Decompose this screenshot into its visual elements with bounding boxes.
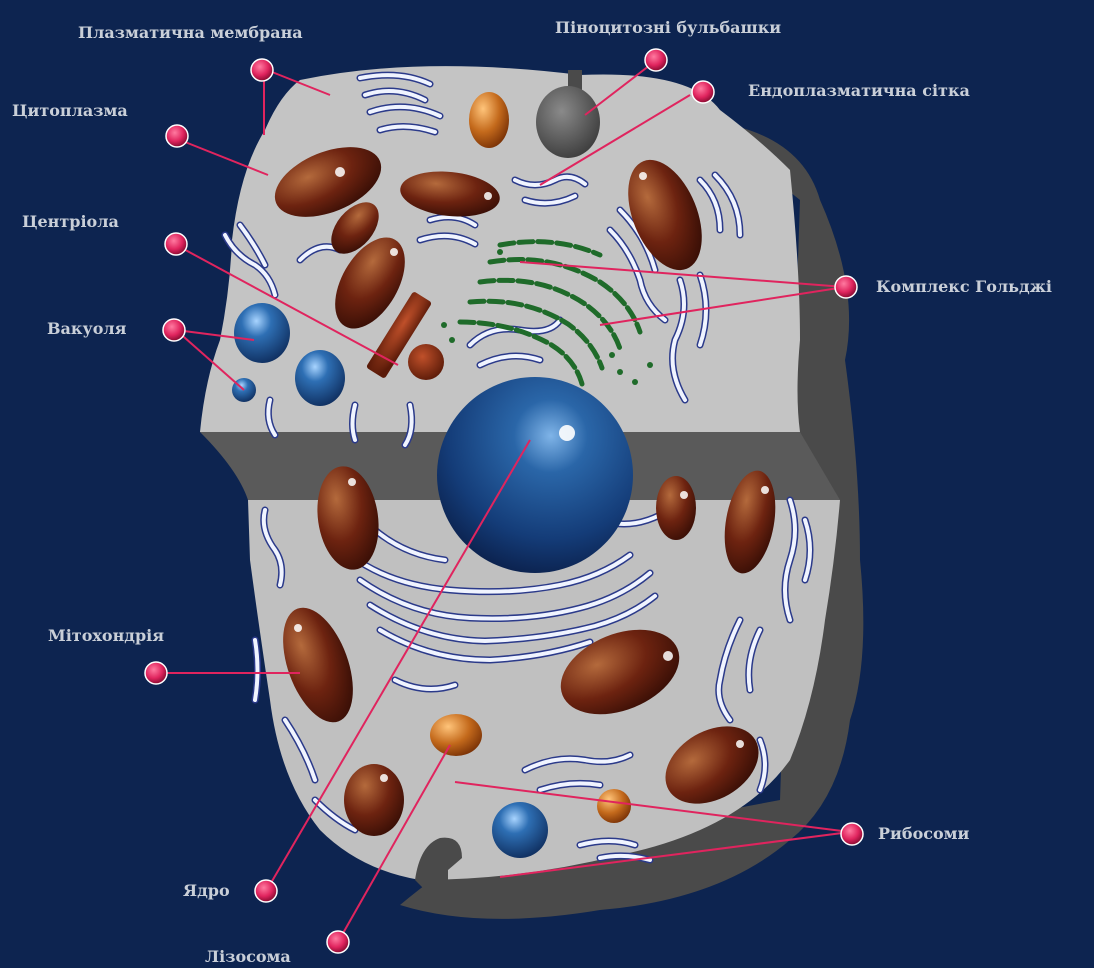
nucleus: [437, 377, 633, 573]
marker-lysosome: [327, 931, 349, 953]
label-endoplasmic-reticulum: Ендоплазматична сітка: [748, 81, 970, 100]
marker-pinocytic-vesicles: [645, 49, 667, 71]
nucleus-body: [437, 377, 633, 573]
label-vacuole: Вакуоля: [47, 319, 127, 338]
label-nucleus: Ядро: [183, 881, 230, 900]
label-plasma-membrane: Плазматична мембрана: [78, 23, 303, 42]
marker-vacuole: [163, 319, 185, 341]
lysosome-body: [469, 92, 509, 148]
vacuole-body: [492, 802, 548, 858]
marker-cytoplasm: [166, 125, 188, 147]
vacuole-body: [234, 303, 290, 363]
label-mitochondria: Мітохондрія: [48, 626, 164, 645]
label-ribosomes: Рибосоми: [878, 824, 970, 843]
lysosome-body: [597, 789, 631, 823]
label-centriole: Центріола: [22, 212, 119, 231]
nucleolus-highlight: [559, 425, 575, 441]
mitochondrion: [656, 476, 696, 540]
lysosome-body: [430, 714, 482, 756]
marker-ribosomes: [841, 823, 863, 845]
marker-endoplasmic-reticulum: [692, 81, 714, 103]
vacuole-body: [295, 350, 345, 406]
marker-centriole: [165, 233, 187, 255]
label-lysosome: Лізосома: [205, 947, 291, 966]
marker-nucleus: [255, 880, 277, 902]
mitochondrion: [344, 764, 404, 836]
marker-plasma-membrane: [251, 59, 273, 81]
marker-golgi-complex: [835, 276, 857, 298]
label-golgi-complex: Комплекс Гольджі: [876, 277, 1052, 296]
label-pinocytic-vesicles: Піноцитозні бульбашки: [555, 18, 781, 37]
marker-mitochondria: [145, 662, 167, 684]
label-cytoplasm: Цитоплазма: [12, 101, 128, 120]
